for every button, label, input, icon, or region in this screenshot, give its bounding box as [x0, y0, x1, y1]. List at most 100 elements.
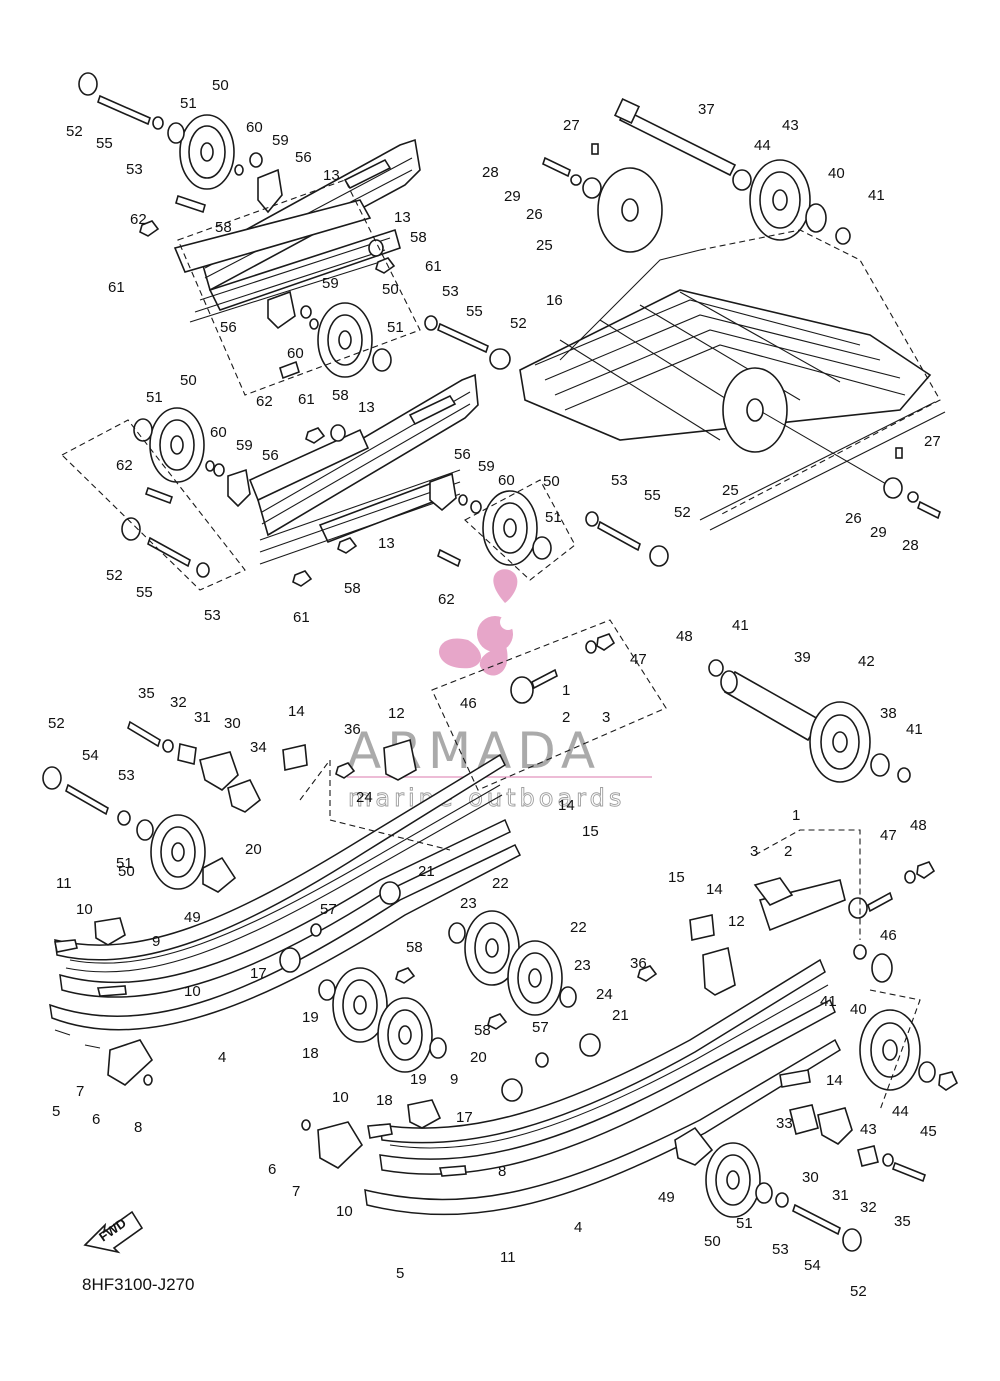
- callout-label: 4: [574, 1219, 582, 1236]
- middle-suspension-arm: [61, 373, 669, 591]
- callout-label: 61: [298, 391, 315, 408]
- watermark-tagline: marine outboards: [348, 784, 625, 812]
- callout-label: 57: [532, 1019, 549, 1036]
- callout-label: 4: [218, 1049, 226, 1066]
- callout-label: 11: [56, 875, 72, 892]
- callout-label: 56: [454, 446, 471, 463]
- callout-label: 14: [706, 881, 723, 898]
- callout-label: 27: [563, 117, 580, 134]
- callout-label: 22: [570, 919, 587, 936]
- callout-label: 50: [180, 372, 197, 389]
- callout-label: 2: [562, 709, 570, 726]
- callout-label: 56: [295, 149, 312, 166]
- callout-label: 18: [302, 1045, 319, 1062]
- callout-label: 51: [545, 509, 562, 526]
- callout-label: 24: [596, 986, 613, 1003]
- callout-label: 59: [322, 275, 339, 292]
- callout-label: 25: [722, 482, 739, 499]
- callout-label: 53: [126, 161, 143, 178]
- callout-label: 22: [492, 875, 509, 892]
- callout-label: 53: [442, 283, 459, 300]
- callout-label: 37: [698, 101, 715, 118]
- callout-label: 41: [868, 187, 885, 204]
- callout-label: 14: [558, 797, 575, 814]
- callout-label: 39: [794, 649, 811, 666]
- left-slide-rail: [42, 619, 911, 1086]
- callout-label: 33: [776, 1115, 793, 1132]
- callout-label: 13: [378, 535, 395, 552]
- callout-label: 5: [52, 1103, 60, 1120]
- callout-label: 38: [880, 705, 897, 722]
- callout-label: 51: [736, 1215, 753, 1232]
- callout-label: 35: [894, 1213, 911, 1230]
- callout-label: 55: [96, 135, 113, 152]
- callout-label: 50: [212, 77, 229, 94]
- propeller-logo-icon: [439, 569, 518, 676]
- callout-label: 59: [236, 437, 253, 454]
- callout-label: 21: [418, 863, 435, 880]
- callout-label: 9: [450, 1071, 458, 1088]
- callout-label: 36: [344, 721, 361, 738]
- callout-label: 62: [116, 457, 133, 474]
- callout-label: 10: [336, 1203, 353, 1220]
- callout-label: 31: [832, 1187, 849, 1204]
- callout-label: 50: [382, 281, 399, 298]
- callout-label: 26: [845, 510, 862, 527]
- callout-label: 40: [828, 165, 845, 182]
- callout-label: 34: [250, 739, 267, 756]
- callout-label: 32: [860, 1199, 877, 1216]
- right-slide-rail: [301, 829, 959, 1252]
- callout-labels: 52 55 50 51 53 60 59 56 13 62 58 61 58 6…: [48, 77, 941, 1300]
- callout-label: 1: [562, 682, 570, 699]
- callout-label: 20: [470, 1049, 487, 1066]
- callout-label: 60: [210, 424, 227, 441]
- callout-label: 27: [924, 433, 941, 450]
- callout-label: 54: [804, 1257, 821, 1274]
- callout-label: 43: [782, 117, 799, 134]
- callout-label: 23: [574, 957, 591, 974]
- callout-label: 9: [152, 933, 160, 950]
- callout-label: 19: [410, 1071, 427, 1088]
- callout-label: 28: [902, 537, 919, 554]
- callout-label: 61: [425, 258, 442, 275]
- callout-label: 44: [892, 1103, 909, 1120]
- callout-label: 47: [630, 651, 647, 668]
- callout-label: 13: [394, 209, 411, 226]
- callout-label: 55: [644, 487, 661, 504]
- callout-label: 3: [602, 709, 610, 726]
- callout-label: 36: [630, 955, 647, 972]
- callout-label: 53: [204, 607, 221, 624]
- callout-label: 53: [772, 1241, 789, 1258]
- callout-label: 60: [287, 345, 304, 362]
- callout-label: 60: [498, 472, 515, 489]
- callout-label: 10: [184, 983, 201, 1000]
- callout-label: 58: [215, 219, 232, 236]
- callout-label: 10: [332, 1089, 349, 1106]
- callout-label: 48: [676, 628, 693, 645]
- callout-label: 17: [250, 965, 267, 982]
- callout-label: 8: [498, 1163, 506, 1180]
- callout-label: 54: [82, 747, 99, 764]
- callout-label: 25: [536, 237, 553, 254]
- callout-label: 55: [136, 584, 153, 601]
- callout-label: 31: [194, 709, 211, 726]
- callout-label: 12: [728, 913, 745, 930]
- callout-label: 41: [820, 993, 837, 1010]
- fwd-arrow-icon: FWD: [83, 1210, 144, 1254]
- callout-label: 41: [732, 617, 749, 634]
- upper-left-suspension-arm: [78, 72, 511, 396]
- callout-label: 23: [460, 895, 477, 912]
- callout-label: 51: [387, 319, 404, 336]
- callout-label: 44: [754, 137, 771, 154]
- callout-label: 13: [358, 399, 375, 416]
- callout-label: 14: [826, 1072, 843, 1089]
- callout-label: 53: [118, 767, 135, 784]
- callout-label: 17: [456, 1109, 473, 1126]
- callout-label: 49: [658, 1189, 675, 1206]
- callout-label: 56: [220, 319, 237, 336]
- callout-label: 58: [474, 1022, 491, 1039]
- callout-label: 50: [118, 863, 135, 880]
- callout-label: 40: [850, 1001, 867, 1018]
- callout-label: 61: [293, 609, 310, 626]
- callout-label: 61: [108, 279, 125, 296]
